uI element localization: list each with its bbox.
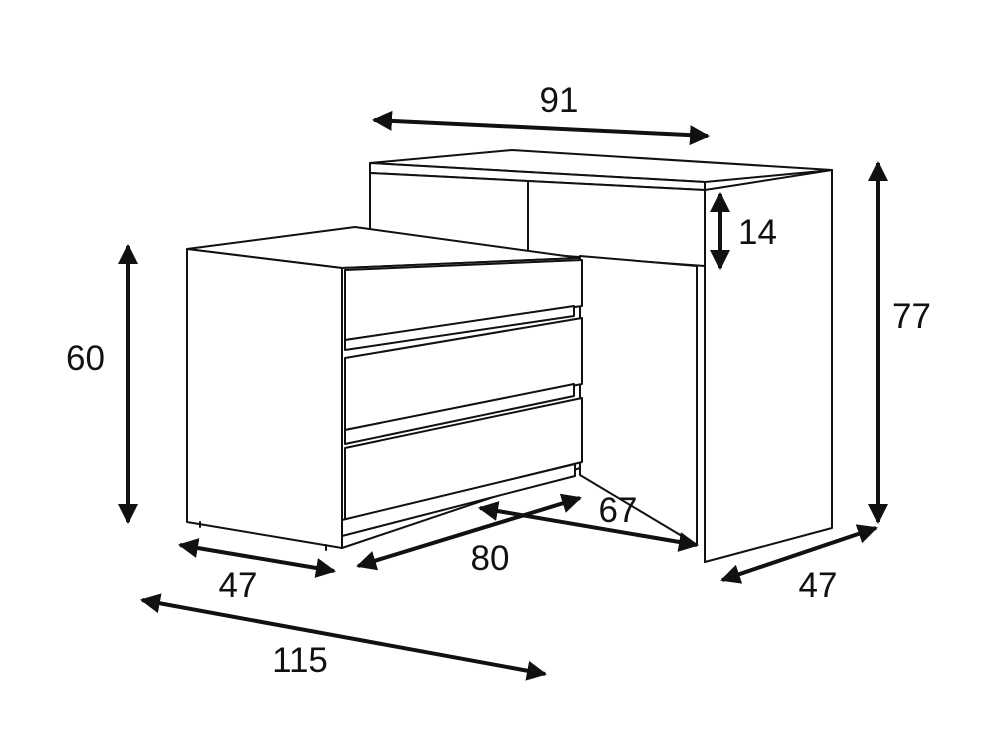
label-drawer-height: 14	[738, 213, 777, 252]
dim-arrow-top-width	[372, 110, 710, 146]
label-leg-gap-width: 67	[599, 491, 638, 530]
dimension-labels: 91 14 77 60 47 47 80 67 115	[66, 81, 931, 680]
dim-arrow-cabinet-depth	[178, 538, 336, 578]
dim-arrow-desk-depth	[720, 524, 878, 584]
label-desk-depth: 47	[799, 566, 838, 605]
dim-arrow-total-width	[140, 593, 547, 681]
chest-side-panel	[186, 248, 343, 549]
label-top-width: 91	[540, 81, 579, 120]
label-cabinet-height: 60	[66, 339, 105, 378]
chest-drawer-2	[344, 317, 583, 431]
chest-drawer-3	[344, 397, 583, 521]
dimension-lines	[118, 110, 888, 681]
label-total-width: 115	[272, 641, 328, 680]
label-cabinet-front-width: 80	[471, 539, 510, 578]
label-desk-height: 77	[892, 297, 931, 336]
chest-drawer-1-lip	[344, 305, 575, 351]
dim-arrow-leg-gap-width	[478, 501, 699, 552]
chest-of-drawers	[186, 226, 583, 551]
label-cabinet-depth: 47	[219, 566, 258, 605]
chest-drawer-1	[344, 259, 583, 341]
chest-drawer-2-lip	[344, 383, 575, 445]
